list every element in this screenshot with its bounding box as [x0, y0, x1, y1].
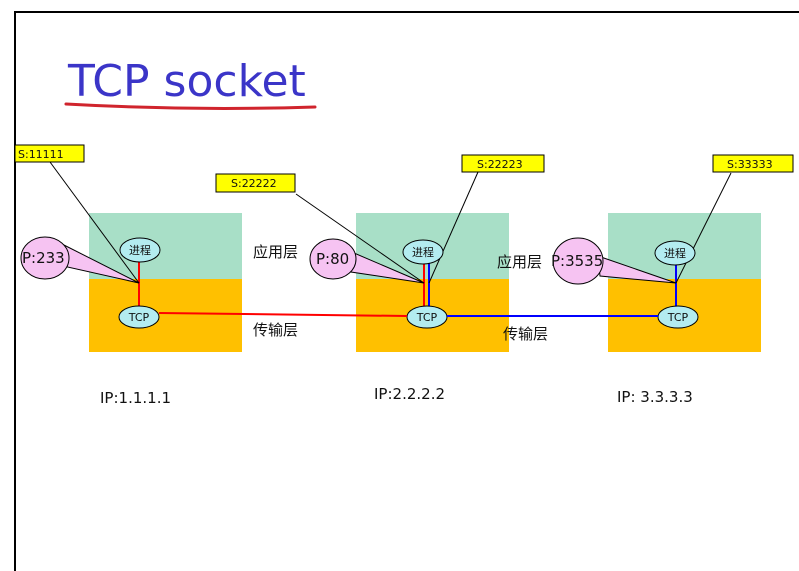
host-1-tcp-label: TCP — [128, 311, 150, 324]
host-2-tcp-label: TCP — [416, 311, 438, 324]
host-2-socket-label-right: S:22223 — [477, 158, 523, 171]
host-3-socket-pointer — [675, 172, 732, 284]
host-2-socket-label-left: S:22222 — [231, 177, 277, 190]
slide-title: TCP socket — [67, 56, 306, 107]
host-1: P:233 进程 TCP S:11111 IP:1.1.1.1 — [14, 144, 242, 407]
host-1-socket-tag — [14, 144, 85, 163]
host-1-port-label: P:233 — [22, 249, 65, 267]
host-2-process-node — [402, 239, 444, 265]
host-3: P:3535 进程 TCP S:33333 IP: 3.3.3.3 — [551, 154, 794, 406]
host-1-transport-layer — [89, 279, 242, 352]
title-underline — [64, 102, 317, 110]
host-1-process-label: 进程 — [129, 244, 151, 257]
host-3-process-node — [654, 240, 696, 266]
host-1-port-bubble — [20, 236, 70, 280]
host-1-app-layer — [89, 213, 242, 279]
host-1-process-node — [119, 237, 161, 263]
host-1-tcp-node — [118, 305, 160, 329]
host-2-socket-tag-right — [461, 154, 545, 173]
host-3-port-bubble — [552, 237, 604, 285]
transport-layer-label-1: 传输层 — [253, 321, 298, 339]
host-3-socket-tag — [712, 154, 794, 173]
host-2-socket-tag-left — [215, 173, 296, 193]
host-3-ip: IP: 3.3.3.3 — [617, 388, 693, 406]
host-3-socket-label: S:33333 — [727, 158, 773, 171]
host-3-tcp-label: TCP — [667, 311, 689, 324]
host-3-port-label: P:3535 — [551, 252, 603, 270]
host-2: P:80 进程 TCP S:22222 S:22223 IP:2.2.2.2 — [215, 154, 545, 403]
host-2-process-label: 进程 — [412, 246, 434, 259]
host-2-port-bubble — [309, 238, 357, 280]
host-2-socket-pointer-left — [295, 193, 425, 284]
host-1-socket-pointer — [49, 161, 140, 284]
host-2-ip: IP:2.2.2.2 — [374, 385, 445, 403]
host-2-port-label: P:80 — [316, 250, 349, 268]
app-layer-label-1: 应用层 — [253, 243, 298, 261]
host-1-socket-label: S:11111 — [18, 148, 64, 161]
host-1-ip: IP:1.1.1.1 — [100, 389, 171, 407]
host-3-process-label: 进程 — [664, 247, 686, 260]
connection-host1-host2 — [158, 312, 408, 317]
app-layer-label-2: 应用层 — [497, 253, 542, 271]
host-2-socket-pointer-right — [428, 171, 479, 284]
transport-layer-label-2: 传输层 — [503, 325, 548, 343]
